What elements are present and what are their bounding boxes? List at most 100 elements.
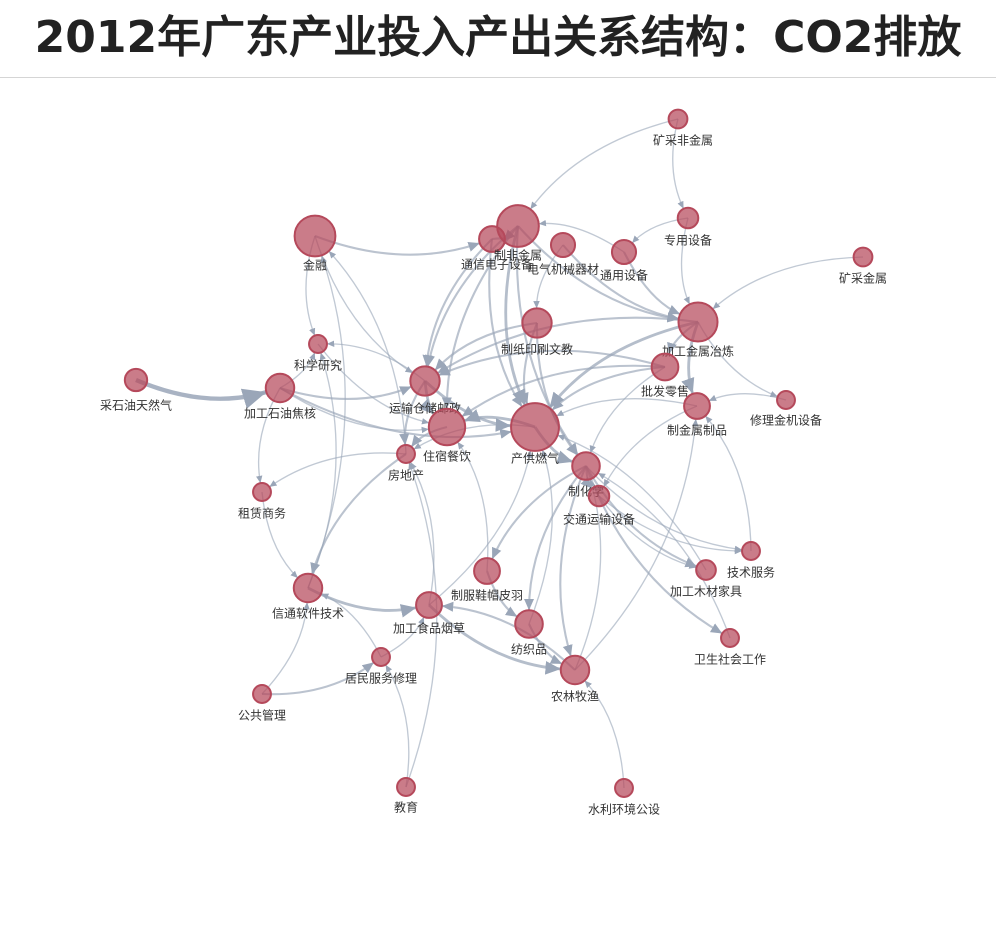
node-科学研究[interactable]: 科学研究 [294, 334, 342, 373]
edge-交通运输设备-加工木材家具 [598, 495, 697, 569]
node-label: 水利环境公设 [588, 802, 660, 817]
node-制服鞋帽皮羽[interactable]: 制服鞋帽皮羽 [451, 557, 523, 603]
node-产供燃气[interactable]: 产供燃气 [510, 402, 560, 466]
node-circle[interactable] [741, 541, 761, 561]
node-label: 矿采非金属 [653, 133, 713, 148]
node-circle[interactable] [676, 206, 700, 230]
node-circle[interactable] [683, 392, 711, 420]
node-住宿餐饮[interactable]: 住宿餐饮 [423, 407, 471, 464]
node-技术服务[interactable]: 技术服务 [727, 541, 775, 580]
edge-批发零售-产供燃气 [551, 365, 666, 411]
edge-采石油天然气-加工石油焦核 [135, 377, 267, 409]
edge-专用设备-加工金属冶炼 [680, 217, 691, 305]
node-label: 通信电子设备 [461, 258, 533, 272]
edge-农林牧渔-制金属制品 [574, 418, 699, 671]
node-circle[interactable] [409, 365, 441, 397]
node-circle[interactable] [252, 684, 272, 704]
node-circle[interactable] [695, 559, 717, 581]
node-label: 采石油天然气 [100, 398, 172, 413]
edge-农林牧渔-加工食品烟草 [441, 601, 576, 671]
node-纺织品[interactable]: 纺织品 [511, 609, 547, 657]
edge-运输仓储邮政-科学研究 [326, 340, 426, 382]
node-circle[interactable] [549, 231, 577, 259]
node-circle[interactable] [510, 402, 560, 452]
node-circle[interactable] [720, 628, 740, 648]
node-circle[interactable] [610, 238, 638, 266]
node-circle[interactable] [293, 214, 337, 258]
node-租赁商务[interactable]: 租赁商务 [238, 482, 286, 521]
network-graph[interactable]: 矿采非金属专用设备矿采金属金融通信电子设备制非金属电气机械器材通用设备制纸印刷文… [0, 78, 996, 925]
node-矿采非金属[interactable]: 矿采非金属 [653, 108, 713, 148]
node-circle[interactable] [852, 246, 874, 268]
edge-加工食品烟草-房地产 [409, 461, 435, 606]
edge-layer [135, 118, 864, 789]
node-教育[interactable]: 教育 [394, 777, 418, 815]
edge-矿采非金属-专用设备 [672, 118, 685, 210]
node-矿采金属[interactable]: 矿采金属 [839, 246, 887, 286]
node-circle[interactable] [571, 451, 601, 481]
edge-加工食品烟草-产供燃气 [428, 450, 533, 606]
edge-金融-运输仓储邮政 [314, 235, 414, 374]
node-通用设备[interactable]: 通用设备 [600, 238, 648, 283]
edge-租赁商务-信通软件技术 [261, 491, 299, 579]
node-circle[interactable] [650, 352, 680, 382]
edge-加工木材家具-产供燃气 [557, 434, 707, 571]
edge-农林牧渔-制化学 [574, 479, 602, 671]
node-circle[interactable] [415, 591, 443, 619]
node-circle[interactable] [496, 204, 540, 248]
node-circle[interactable] [427, 407, 467, 447]
edge-金融-通信电子设备 [314, 235, 481, 256]
node-circle[interactable] [514, 609, 544, 639]
node-circle[interactable] [308, 334, 328, 354]
node-circle[interactable] [252, 482, 272, 502]
node-circle[interactable] [396, 777, 416, 797]
node-circle[interactable] [587, 484, 611, 508]
edge-制服鞋帽皮羽-住宿餐饮 [456, 441, 489, 572]
node-label: 公共管理 [238, 708, 286, 723]
node-信通软件技术[interactable]: 信通软件技术 [272, 572, 344, 621]
node-circle[interactable] [123, 367, 149, 393]
node-circle[interactable] [292, 572, 324, 604]
node-circle[interactable] [559, 654, 591, 686]
edge-房地产-金融 [328, 250, 407, 455]
edge-通信电子设备-运输仓储邮政 [422, 238, 493, 367]
node-circle[interactable] [473, 557, 501, 585]
node-水利环境公设[interactable]: 水利环境公设 [588, 778, 660, 817]
node-加工木材家具[interactable]: 加工木材家具 [670, 559, 742, 599]
edge-纺织品-产供燃气 [528, 449, 553, 625]
node-修理金机设备[interactable]: 修理金机设备 [750, 390, 822, 428]
node-label: 矿采金属 [839, 271, 887, 286]
edge-技术服务-制金属制品 [704, 415, 752, 552]
node-批发零售[interactable]: 批发零售 [641, 352, 689, 399]
node-circle[interactable] [371, 647, 391, 667]
node-卫生社会工作[interactable]: 卫生社会工作 [694, 628, 766, 667]
edge-信通软件技术-科学研究 [307, 352, 337, 589]
edge-矿采非金属-制非金属 [529, 118, 679, 210]
node-circle[interactable] [667, 108, 689, 130]
page-title: 2012年广东产业投入产出关系结构：CO2排放 [34, 12, 962, 63]
node-居民服务修理[interactable]: 居民服务修理 [345, 647, 417, 686]
edge-交通运输设备-技术服务 [598, 495, 743, 555]
edge-教育-房地产 [405, 462, 438, 788]
node-label: 加工石油焦核 [244, 407, 316, 421]
node-label: 产供燃气 [511, 451, 559, 466]
node-加工食品烟草[interactable]: 加工食品烟草 [393, 591, 465, 636]
node-label: 制服鞋帽皮羽 [451, 588, 523, 603]
node-金融[interactable]: 金融 [293, 214, 337, 273]
node-circle[interactable] [396, 444, 416, 464]
node-circle[interactable] [677, 301, 719, 343]
edge-加工金属冶炼-运输仓储邮政 [436, 316, 699, 375]
node-label: 卫生社会工作 [694, 652, 766, 667]
node-label: 教育 [394, 800, 418, 815]
node-公共管理[interactable]: 公共管理 [238, 684, 286, 723]
node-layer: 矿采非金属专用设备矿采金属金融通信电子设备制非金属电气机械器材通用设备制纸印刷文… [100, 108, 887, 817]
node-circle[interactable] [614, 778, 634, 798]
node-circle[interactable] [776, 390, 796, 410]
node-专用设备[interactable]: 专用设备 [664, 206, 712, 248]
edge-信通软件技术-金融 [307, 255, 346, 589]
edge-批发零售-住宿餐饮 [461, 364, 666, 418]
node-circle[interactable] [521, 307, 553, 339]
node-制非金属[interactable]: 制非金属 [494, 204, 542, 263]
node-circle[interactable] [264, 372, 296, 404]
edge-公共管理-信通软件技术 [261, 602, 310, 695]
